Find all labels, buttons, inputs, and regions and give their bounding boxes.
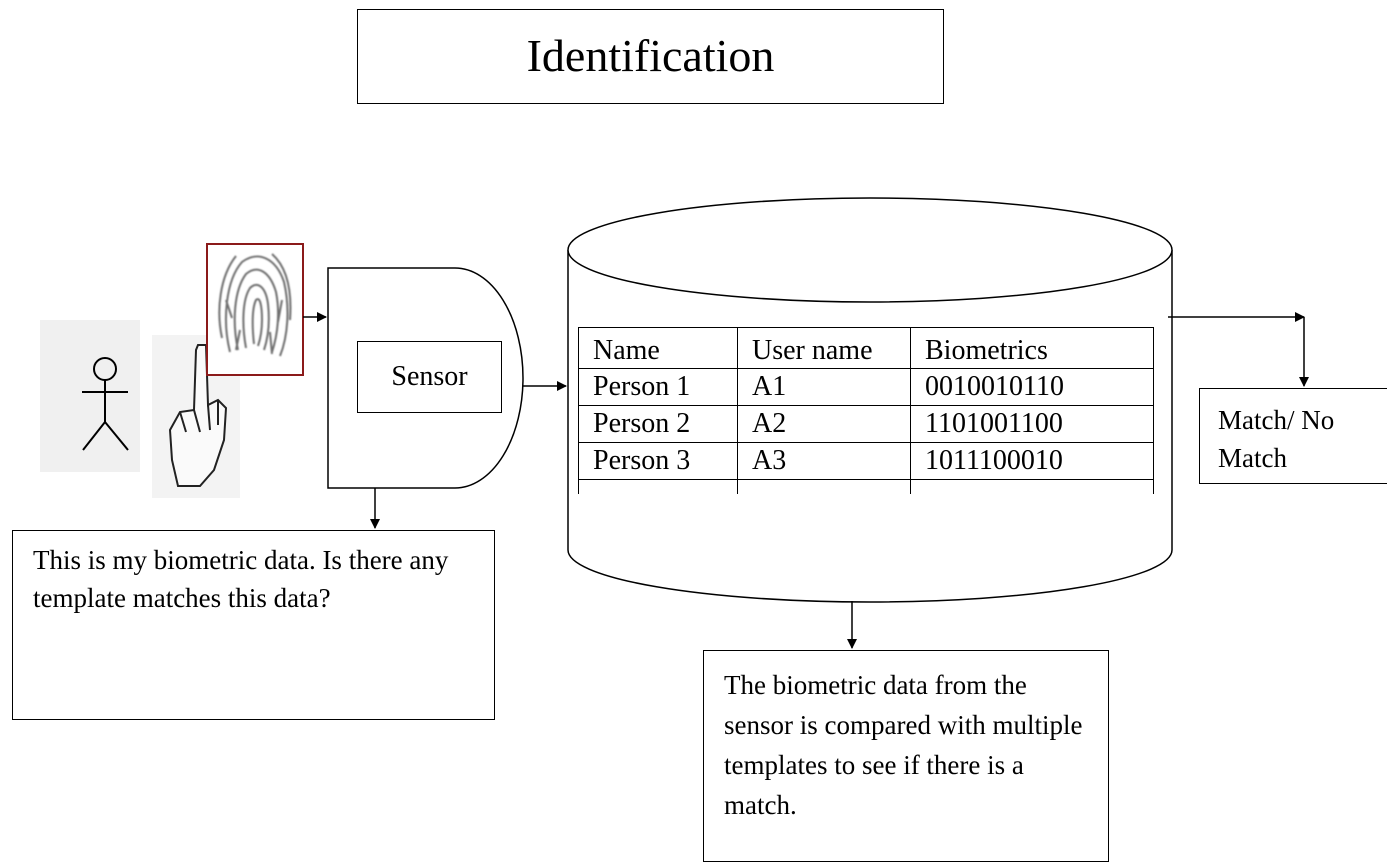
user-icon-backdrop <box>40 320 140 472</box>
diagram-title: Identification <box>357 9 944 104</box>
cell-user-name: A1 <box>737 368 911 406</box>
sensor-label: Sensor <box>357 341 502 413</box>
comparison-note: The biometric data from the sensor is co… <box>703 650 1109 862</box>
cell-name: Person 1 <box>578 368 738 406</box>
cell-biometrics: 1011100010 <box>910 442 1154 480</box>
table-empty-row <box>578 479 1154 494</box>
table-row: Person 3 A3 1011100010 <box>578 442 1154 480</box>
cell-name: Person 3 <box>578 442 738 480</box>
cell-name: Person 2 <box>578 405 738 443</box>
cell-user-name: A2 <box>737 405 911 443</box>
stick-figure-icon <box>82 357 129 451</box>
column-header-biometrics: Biometrics <box>910 327 1154 369</box>
column-header-name: Name <box>578 327 738 369</box>
cell-biometrics: 0010010110 <box>910 368 1154 406</box>
template-table: Name User name Biometrics Person 1 A1 00… <box>578 327 1154 494</box>
table-row: Person 2 A2 1101001100 <box>578 405 1154 443</box>
table-header-row: Name User name Biometrics <box>578 327 1154 369</box>
user-query-note: This is my biometric data. Is there any … <box>12 530 495 720</box>
table-row: Person 1 A1 0010010110 <box>578 368 1154 406</box>
cell-biometrics: 1101001100 <box>910 405 1154 443</box>
pointing-finger-icon <box>168 344 228 487</box>
cell-user-name: A3 <box>737 442 911 480</box>
fingerprint-image-icon <box>206 243 304 376</box>
column-header-user-name: User name <box>737 327 911 369</box>
connector-arrows <box>303 312 1309 649</box>
match-result-box: Match/ No Match <box>1199 388 1387 484</box>
